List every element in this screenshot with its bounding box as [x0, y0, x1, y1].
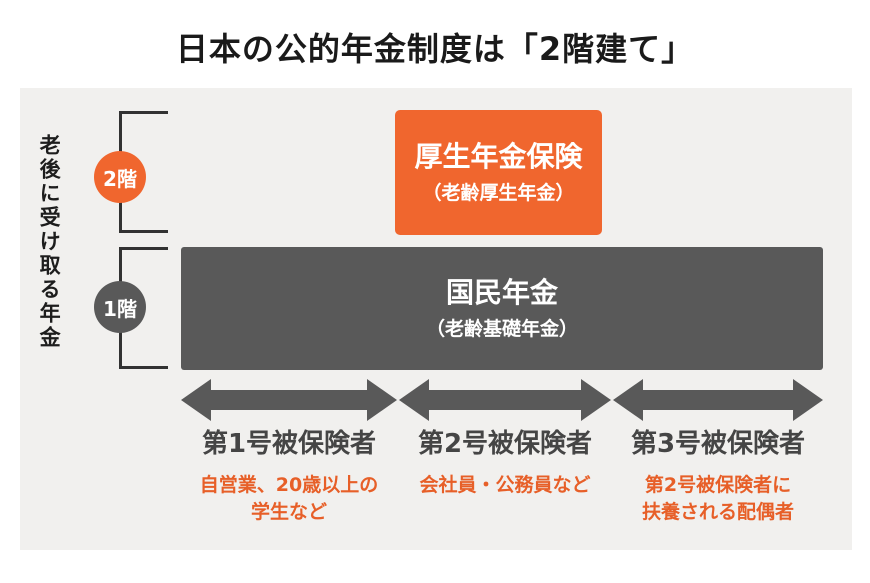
category3-label: 第3号被保険者 — [630, 429, 806, 459]
tier2-badge: 2階 — [94, 151, 146, 203]
tier2-box-subtitle: （老齢厚生年金） — [422, 182, 575, 205]
category2-description: 会社員・公務員など — [419, 474, 591, 496]
side-axis-label: 老後に受け取る年金 — [37, 134, 62, 350]
category1-label: 第1号被保険者 — [201, 429, 377, 459]
category1-description: 自営業、20歳以上の 学生など — [199, 474, 379, 523]
tier2-box-title: 厚生年金保険 — [414, 139, 583, 173]
insured-category-arrows — [181, 379, 823, 421]
category3-description: 第2号被保険者に 扶養される配偶者 — [641, 474, 794, 523]
category2-label: 第2号被保険者 — [417, 429, 593, 459]
page-title: 日本の公的年金制度は「2階建て」 — [175, 30, 695, 68]
tier1-box-subtitle: （老齢基礎年金） — [425, 318, 578, 341]
double-arrow-icon — [613, 379, 823, 421]
tier1-box-title: 国民年金 — [445, 275, 558, 309]
tier1-box: 国民年金 （老齢基礎年金） — [181, 247, 823, 370]
double-arrow-icon — [181, 379, 397, 421]
tier2-box: 厚生年金保険 （老齢厚生年金） — [395, 110, 602, 235]
tier1-badge: 1階 — [94, 281, 146, 333]
double-arrow-icon — [399, 379, 611, 421]
